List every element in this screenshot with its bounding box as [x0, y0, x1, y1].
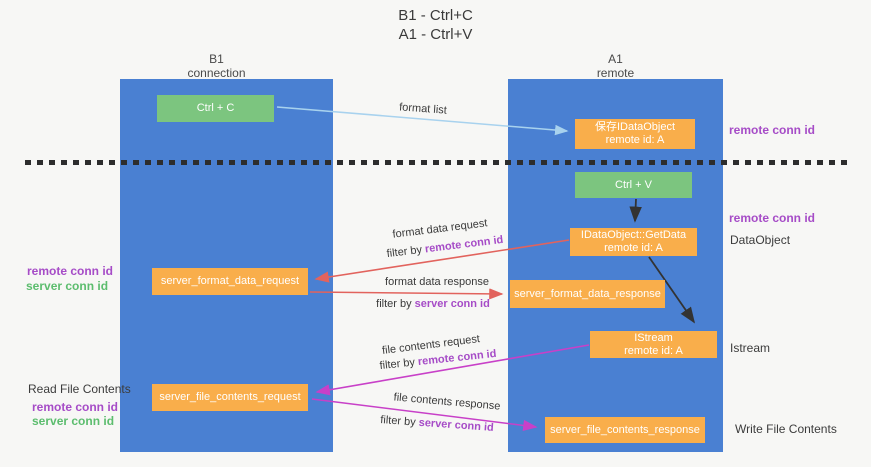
filter-by-text: filter by	[379, 414, 417, 429]
ctrl-v-label: Ctrl + V	[615, 178, 652, 191]
node-istream: IStream remote id: A	[590, 331, 717, 358]
column-header-b1: B1 connection	[110, 52, 323, 80]
format-response-label: server_format_data_response	[514, 287, 661, 300]
node-server-format-data-request: server_format_data_request	[152, 268, 308, 295]
right-label-remote-conn-id-2: remote conn id	[729, 211, 816, 225]
file-request-label: server_file_contents_request	[159, 391, 301, 403]
istream-line2: remote id: A	[624, 344, 683, 357]
left-label-remote-conn-id-1: remote conn id	[27, 264, 114, 278]
column-b1-role: connection	[187, 66, 246, 80]
edge-label-format-data-response: format data response	[385, 276, 489, 288]
title-line-1: B1 - Ctrl+C	[398, 7, 473, 24]
server-conn-id-text: server conn id	[414, 298, 490, 310]
edge-label-file-contents-response: file contents response	[393, 391, 501, 413]
ctrl-c-label: Ctrl + C	[196, 102, 235, 114]
edge-label-format-list: format list	[398, 101, 448, 117]
istream-line1: IStream	[634, 331, 673, 344]
filter-by-text: filter by	[376, 298, 412, 310]
save-idataobject-line2: remote id: A	[605, 134, 665, 146]
column-b1-name: B1	[209, 52, 224, 66]
column-header-a1: A1 remote	[508, 52, 723, 80]
right-label-write-file-contents: Write File Contents	[735, 422, 837, 436]
left-label-server-conn-id-1: server conn id	[26, 279, 109, 293]
file-response-label: server_file_contents_response	[550, 423, 700, 436]
title-line-2: A1 - Ctrl+V	[398, 26, 473, 43]
diagram-title: B1 - Ctrl+C A1 - Ctrl+V	[0, 6, 871, 44]
getdata-line2: remote id: A	[604, 242, 663, 254]
getdata-line1: IDataObject::GetData	[580, 229, 687, 241]
left-label-server-conn-id-2: server conn id	[32, 414, 115, 428]
column-a1-role: remote	[596, 66, 635, 80]
session-separator-dashed-line	[25, 160, 847, 165]
filter-by-text: filter by	[386, 243, 423, 261]
node-server-file-contents-response: server_file_contents_response	[545, 417, 705, 443]
node-save-idataobject: 保存IDataObject remote id: A	[575, 119, 695, 149]
format-request-label: server_format_data_request	[160, 275, 300, 287]
node-server-format-data-response: server_format_data_response	[510, 280, 665, 308]
server-conn-id-text: server conn id	[418, 416, 495, 434]
column-a1-name: A1	[608, 52, 623, 66]
left-label-remote-conn-id-2: remote conn id	[32, 400, 119, 414]
node-ctrl-c: Ctrl + C	[157, 95, 274, 122]
node-idataobject-getdata: IDataObject::GetData remote id: A	[570, 228, 697, 256]
node-ctrl-v: Ctrl + V	[575, 172, 692, 198]
save-idataobject-line1: 保存IDataObject	[594, 121, 676, 133]
format-data-response-arrow	[309, 288, 504, 300]
node-server-file-contents-request: server_file_contents_request	[152, 384, 308, 411]
right-label-dataobject: DataObject	[730, 233, 791, 247]
filter-by-text: filter by	[379, 356, 416, 373]
right-label-istream: Istream	[730, 341, 771, 355]
remote-conn-id-text: remote conn id	[424, 233, 504, 256]
left-label-read-file-contents: Read File Contents	[28, 382, 131, 396]
right-label-remote-conn-id-1: remote conn id	[729, 123, 816, 137]
